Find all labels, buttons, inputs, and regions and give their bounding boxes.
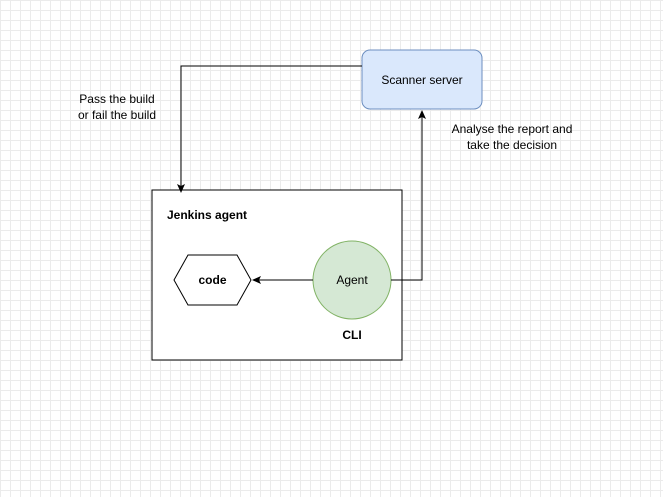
edge-pass-fail-label: Pass the build or fail the build <box>62 91 172 123</box>
edge-pass-fail-line1: Pass the build <box>79 92 155 106</box>
edge-agent-to-scanner[interactable] <box>391 110 426 281</box>
edge-analyse-label: Analyse the report and take the decision <box>442 121 582 153</box>
cli-label: CLI <box>342 328 362 342</box>
scanner-server-node[interactable] <box>361 49 483 110</box>
edge-analyse-line1: Analyse the report and <box>451 122 573 136</box>
edge-analyse-line2: take the decision <box>466 138 558 152</box>
edge-scanner-to-jenkins[interactable] <box>177 65 362 193</box>
agent-node-label: Agent <box>336 273 368 287</box>
jenkins-agent-label: Jenkins agent <box>167 208 248 222</box>
code-node-label: code <box>198 273 227 287</box>
edge-pass-fail-line2: or fail the build <box>77 108 157 122</box>
scanner-server-label: Scanner server <box>381 73 463 87</box>
code-node[interactable] <box>173 254 252 306</box>
